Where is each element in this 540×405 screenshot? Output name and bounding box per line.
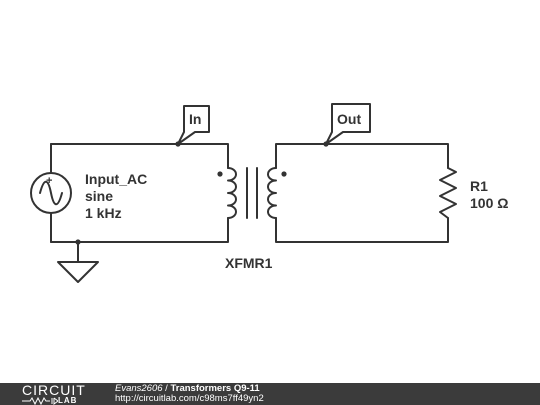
circuit-schematic: + In Out Input_AC sine 1 kHz XFMR1 R1 10… <box>30 103 508 283</box>
meta-separator: / <box>162 383 171 394</box>
circuit-title: Transformers Q9-11 <box>170 383 260 394</box>
transformer-primary-coil <box>227 167 237 219</box>
source-frequency-label: 1 kHz <box>85 205 122 221</box>
source-waveform-label: sine <box>85 188 113 204</box>
source-plus-sign: + <box>46 175 52 187</box>
sine-wave-icon <box>39 180 63 206</box>
junction-dot-ground <box>75 239 81 245</box>
circuitlab-logo[interactable]: CIRCUIT LAB <box>22 383 94 405</box>
ac-source-symbol <box>30 172 72 214</box>
junction-dot-in <box>175 141 181 147</box>
junction-dot-out <box>323 141 329 147</box>
resistor-r1-symbol <box>439 167 457 219</box>
circuit-meta: Evans2606 / Transformers Q9-11 http://ci… <box>115 384 264 404</box>
wire-secondary-bottom <box>275 217 449 243</box>
node-label-in: In <box>189 111 201 127</box>
resistor-name-label: R1 <box>470 178 488 194</box>
transformer-name-label: XFMR1 <box>225 255 273 271</box>
logo-text-top: CIRCUIT <box>22 382 86 398</box>
ground-symbol <box>57 261 99 283</box>
polarity-dot-secondary <box>281 171 287 177</box>
wire-primary-top <box>50 143 229 169</box>
node-label-out: Out <box>337 111 361 127</box>
wire-secondary-top <box>275 143 449 169</box>
resistor-value-label: 100 Ω <box>470 195 508 211</box>
transformer-secondary-coil <box>267 167 277 219</box>
node-flag-out-shape <box>325 103 371 145</box>
wire-primary-bottom <box>50 217 229 243</box>
logo-text-bottom: LAB <box>58 396 78 405</box>
author-link[interactable]: Evans2606 <box>115 383 163 394</box>
footer-bar: CIRCUIT LAB Evans2606 / Transformers Q9-… <box>0 383 540 405</box>
logo-resistor-icon <box>22 397 58 405</box>
node-flag-in-shape <box>177 105 210 145</box>
polarity-dot-primary <box>217 171 223 177</box>
source-name-label: Input_AC <box>85 171 147 187</box>
circuit-url-link[interactable]: http://circuitlab.com/c98ms7ff49yn2 <box>115 393 264 404</box>
